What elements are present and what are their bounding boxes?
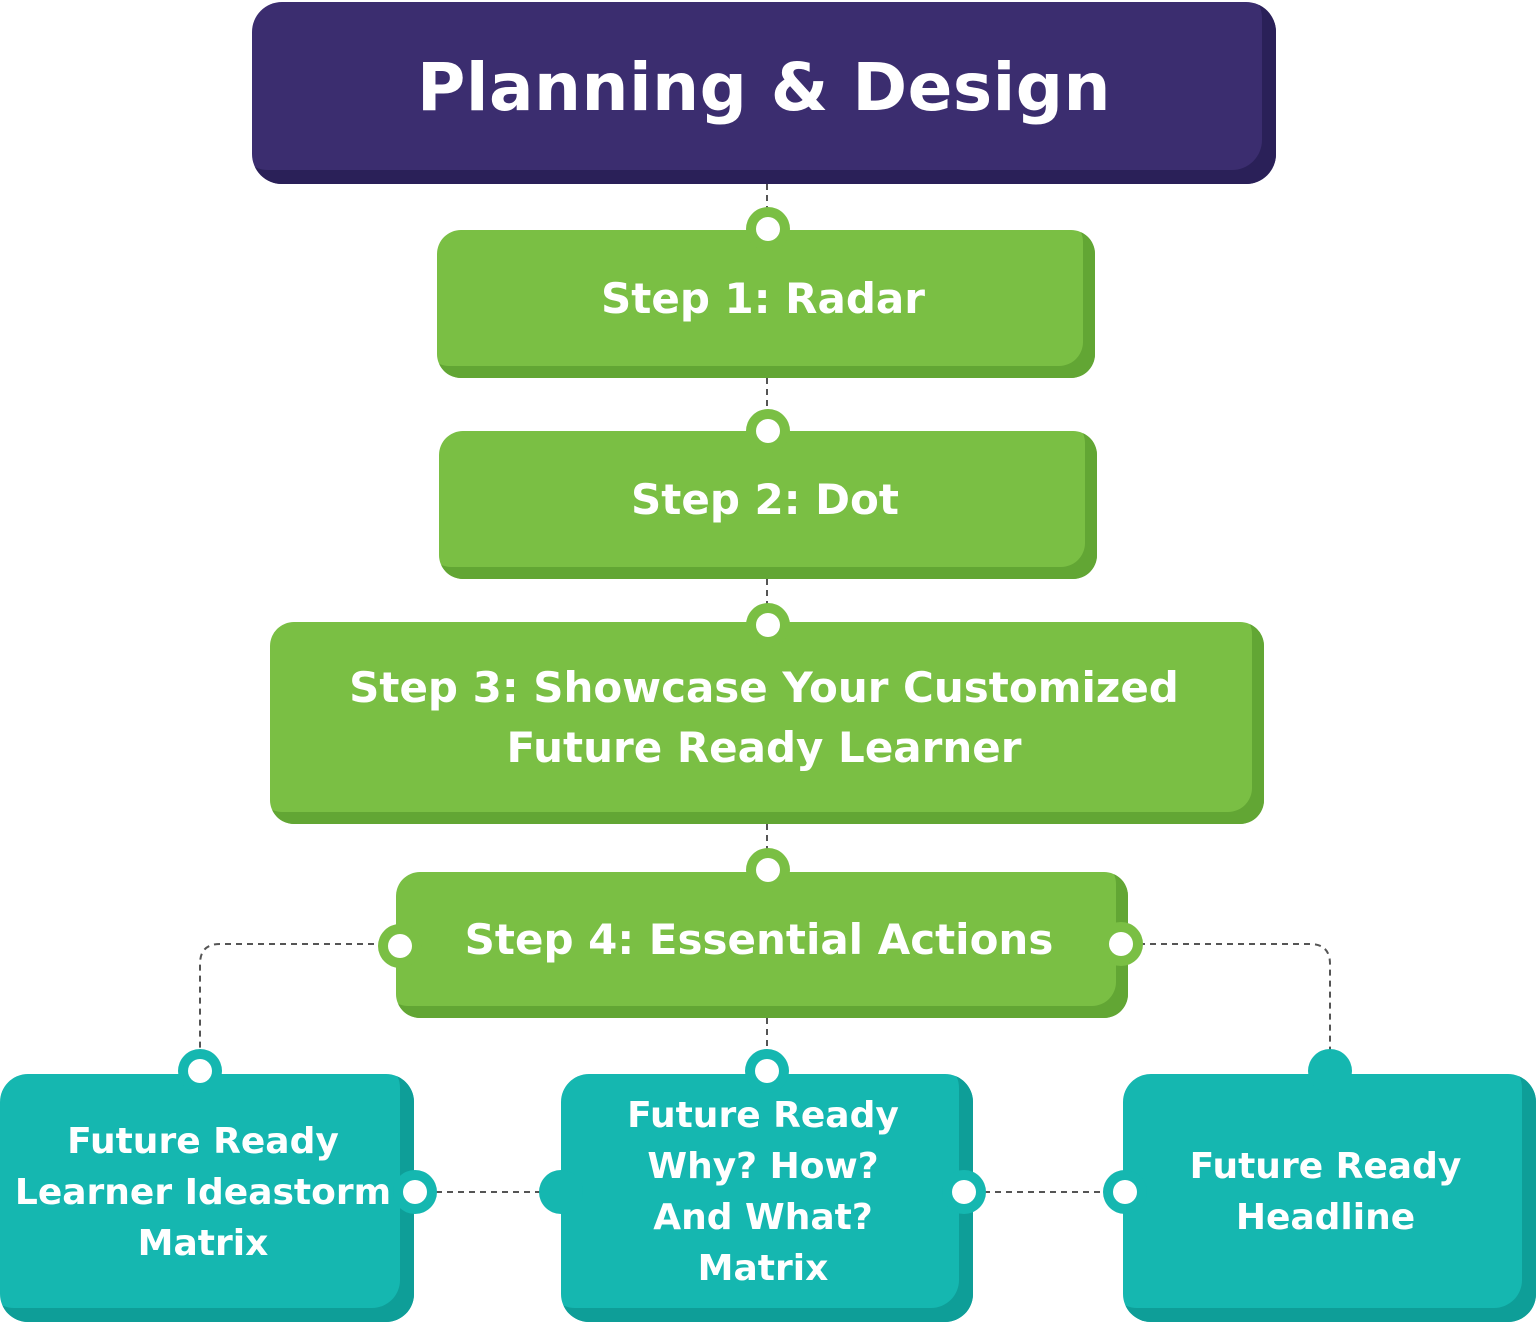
leaf-why-how-what-matrix-box: Future Ready Why? How? And What? Matrix <box>561 1074 973 1322</box>
step-1-label: Step 1: Radar <box>601 274 925 323</box>
leaf-ideastorm-matrix-box: Future Ready Learner Ideastorm Matrix <box>0 1074 414 1322</box>
leaf-why-how-what-matrix-label: Future Ready Why? How? And What? Matrix <box>627 1095 899 1289</box>
connector-step4-leaf1 <box>199 943 396 1074</box>
node-leaf1-top <box>178 1049 222 1093</box>
node-step4-right <box>1099 922 1143 966</box>
step-1-box: Step 1: Radar <box>437 230 1095 378</box>
node-leaf2-right <box>942 1170 986 1214</box>
node-leaf1-right <box>393 1170 437 1214</box>
leaf-ideastorm-matrix-label: Future Ready Learner Ideastorm Matrix <box>14 1120 392 1264</box>
step-3-box: Step 3: Showcase Your Customized Future … <box>270 622 1264 824</box>
step-4-label: Step 4: Essential Actions <box>464 915 1054 964</box>
node-leaf3-left <box>1103 1170 1147 1214</box>
step-4-box: Step 4: Essential Actions <box>396 872 1128 1018</box>
leaf-headline-box: Future Ready Headline <box>1123 1074 1536 1322</box>
node-step3-top <box>746 603 790 647</box>
node-leaf2-top <box>745 1049 789 1093</box>
leaf-headline-label: Future Ready Headline <box>1189 1146 1462 1238</box>
node-step4-top <box>746 848 790 892</box>
step-2-label: Step 2: Dot <box>631 475 899 524</box>
title-box: Planning & Design <box>252 2 1276 184</box>
node-step2-top <box>746 409 790 453</box>
node-step1-top <box>746 207 790 251</box>
diagram-title: Planning & Design <box>416 48 1112 126</box>
node-step4-left <box>378 924 422 968</box>
step-2-box: Step 2: Dot <box>439 431 1097 579</box>
node-leaf2-left <box>539 1170 583 1214</box>
connector-step4-leaf3 <box>1128 943 1331 1074</box>
node-leaf3-top <box>1308 1049 1352 1093</box>
step-3-label: Step 3: Showcase Your Customized Future … <box>349 663 1179 772</box>
